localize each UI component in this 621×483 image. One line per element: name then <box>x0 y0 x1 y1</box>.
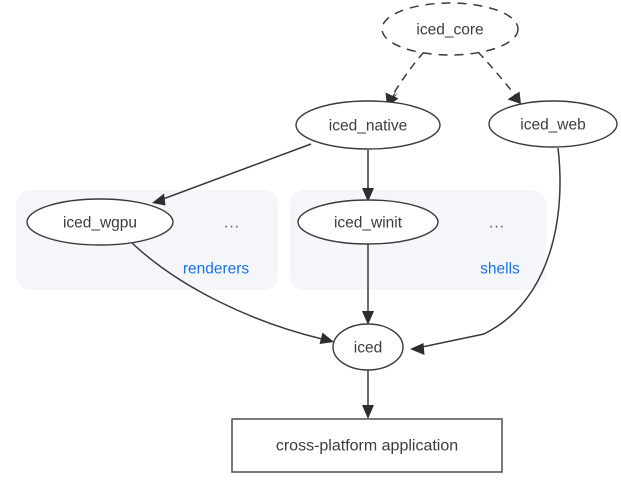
edge-iced_core-to-iced_native <box>385 51 425 107</box>
edge-iced_web-to-iced <box>410 147 561 355</box>
edge-line <box>162 143 312 200</box>
node-iced_native-label: iced_native <box>329 118 407 135</box>
node-iced-label: iced <box>354 340 382 357</box>
cluster-renderers-label: renderers <box>183 261 250 278</box>
arrowhead-icon <box>319 332 334 344</box>
edge-line <box>477 51 516 96</box>
arrowhead-icon <box>362 311 374 325</box>
edge-iced_native-to-iced_winit <box>362 150 374 202</box>
node-iced_core[interactable]: iced_core <box>381 2 519 56</box>
node-iced_wgpu-shape[interactable] <box>26 198 174 246</box>
node-iced_wgpu[interactable]: iced_wgpu <box>26 198 174 246</box>
edge-line <box>391 51 425 97</box>
arrowhead-icon <box>152 193 166 206</box>
arrowhead-icon <box>410 343 425 355</box>
edge-iced_wgpu-to-iced <box>131 242 334 344</box>
cluster-renderers-ellipsis: ... <box>224 215 240 232</box>
node-iced_core-label: iced_core <box>416 22 483 39</box>
node-iced_winit-label: iced_winit <box>334 215 403 232</box>
node-iced_winit-shape[interactable] <box>297 199 439 245</box>
edge-iced-to-application <box>362 370 374 419</box>
arrowhead-icon <box>362 405 374 419</box>
node-iced[interactable]: iced <box>332 323 404 371</box>
cluster-shells-label: shells <box>480 261 520 278</box>
node-iced_web[interactable]: iced_web <box>488 100 618 148</box>
node-application-label: cross-platform application <box>276 438 458 455</box>
edge-iced_native-to-iced_wgpu <box>152 143 312 206</box>
node-iced_web-label: iced_web <box>520 117 586 134</box>
cluster-shells-ellipsis: ... <box>489 215 505 232</box>
node-iced_winit[interactable]: iced_winit <box>297 199 439 245</box>
edge-line <box>421 147 561 348</box>
edge-line <box>131 242 323 340</box>
arrowhead-icon <box>507 91 521 104</box>
edge-iced_winit-to-iced <box>362 244 374 325</box>
node-iced_native[interactable]: iced_native <box>295 100 441 150</box>
node-iced-shape[interactable] <box>332 323 404 371</box>
node-iced_wgpu-label: iced_wgpu <box>63 215 137 232</box>
node-iced_native-shape[interactable] <box>295 100 441 150</box>
node-application[interactable]: cross-platform application <box>231 418 503 473</box>
node-iced_web-shape[interactable] <box>488 100 618 148</box>
node-application-shape[interactable] <box>231 418 503 473</box>
node-iced_core-shape[interactable] <box>381 2 519 56</box>
arrowhead-icon <box>362 188 374 202</box>
edge-iced_core-to-iced_web <box>477 51 521 104</box>
